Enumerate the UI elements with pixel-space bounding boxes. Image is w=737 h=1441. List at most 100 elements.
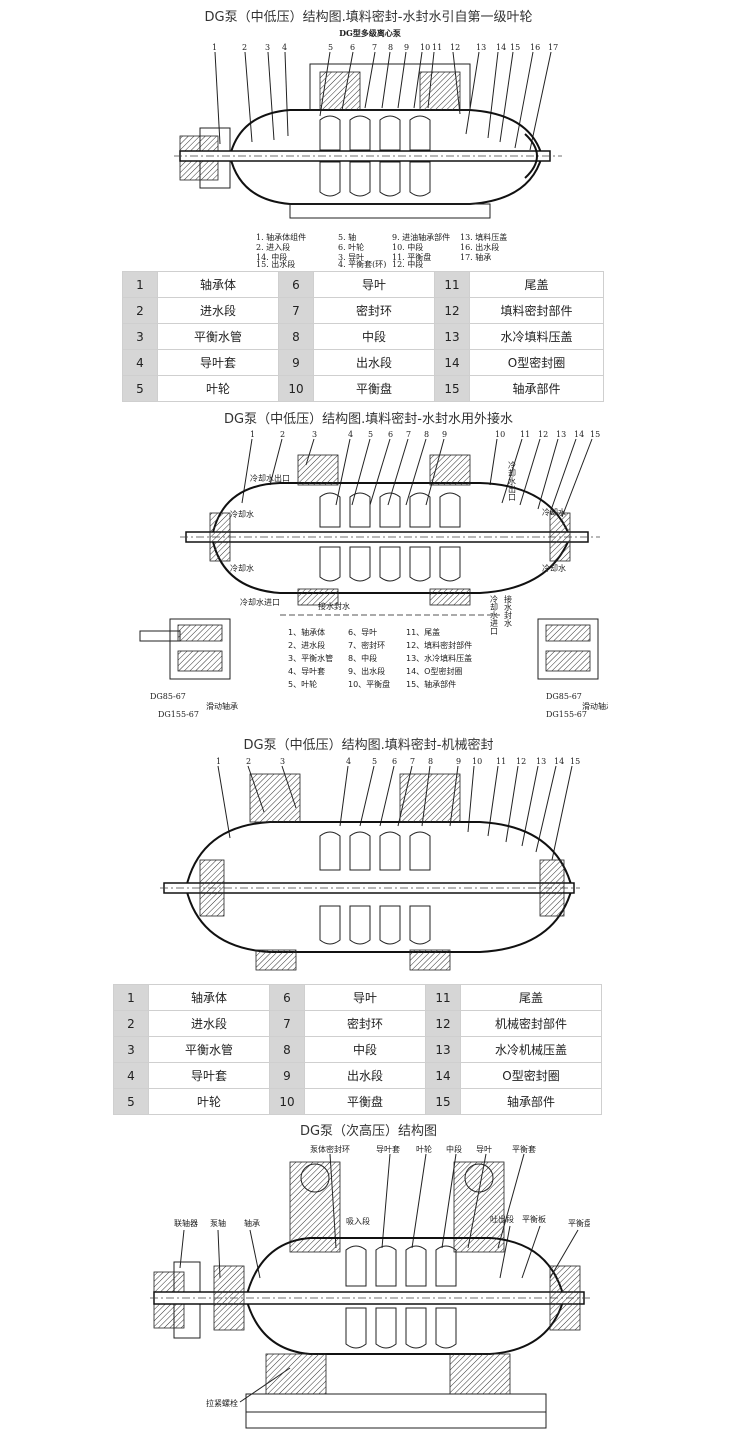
svg-text:10: 10 xyxy=(495,430,505,439)
svg-text:13. 填料压盖: 13. 填料压盖 xyxy=(460,232,507,242)
svg-text:4: 4 xyxy=(346,757,351,766)
pump-diagram-1: DG型多级离心泵 1 2 3 4 5 6 7 8 9 10 11 12 13 1… xyxy=(170,24,570,268)
svg-text:5: 5 xyxy=(372,757,377,766)
svg-text:13: 13 xyxy=(556,430,566,439)
pump-diagram-3: 1 2 3 4 5 6 7 8 9 10 11 12 13 14 15 xyxy=(160,752,580,978)
svg-text:14: 14 xyxy=(574,430,584,439)
svg-text:5: 5 xyxy=(328,43,333,52)
svg-text:冷却水: 冷却水 xyxy=(542,563,566,573)
svg-text:10. 中段: 10. 中段 xyxy=(392,242,423,252)
svg-text:平衡套: 平衡套 xyxy=(512,1144,536,1154)
svg-text:2: 2 xyxy=(246,757,251,766)
svg-text:11: 11 xyxy=(432,43,442,52)
svg-text:导叶: 导叶 xyxy=(476,1145,492,1154)
svg-text:1: 1 xyxy=(212,43,217,52)
svg-text:11: 11 xyxy=(496,757,506,766)
svg-text:3、平衡水管: 3、平衡水管 xyxy=(288,653,333,663)
svg-text:9. 进油轴承部件: 9. 进油轴承部件 xyxy=(392,232,450,242)
svg-text:泵体密封环: 泵体密封环 xyxy=(310,1144,350,1154)
svg-text:3: 3 xyxy=(280,757,285,766)
svg-text:15: 15 xyxy=(590,430,600,439)
fig1-legend: 1. 轴承体组件 5. 轴 9. 进油轴承部件 13. 填料压盖 2. 进入段 … xyxy=(256,232,507,268)
svg-text:接水封水: 接水封水 xyxy=(504,594,513,627)
svg-text:2: 2 xyxy=(280,430,285,439)
fig2-legend: 1、轴承体 6、导叶 11、尾盖 2、进水段 7、密封环 12、填料密封部件 3… xyxy=(288,627,472,689)
svg-text:16. 出水段: 16. 出水段 xyxy=(460,242,499,252)
svg-text:冷却水进口: 冷却水进口 xyxy=(490,594,499,635)
svg-text:3. 导叶: 3. 导叶 xyxy=(338,253,364,262)
svg-text:冷却水进口: 冷却水进口 xyxy=(240,597,280,607)
svg-text:15. 出水段: 15. 出水段 xyxy=(256,259,295,268)
svg-text:11. 平衡盘: 11. 平衡盘 xyxy=(392,252,431,262)
svg-text:16: 16 xyxy=(530,43,540,52)
svg-text:12. 中段: 12. 中段 xyxy=(392,259,423,268)
svg-text:5: 5 xyxy=(368,430,373,439)
svg-text:17: 17 xyxy=(548,43,558,52)
fig3-part-numbers: 1 2 3 4 5 6 7 8 9 10 11 12 13 14 15 xyxy=(216,757,580,766)
svg-text:7、密封环: 7、密封环 xyxy=(348,640,385,650)
fig2-vertical-labels: 冷却水出口 冷却水进口 接水封水 xyxy=(490,460,517,635)
svg-text:9: 9 xyxy=(442,430,447,439)
svg-text:9: 9 xyxy=(456,757,461,766)
svg-text:8: 8 xyxy=(388,43,393,52)
svg-text:1: 1 xyxy=(250,430,255,439)
svg-text:4: 4 xyxy=(348,430,353,439)
bearing-detail-left xyxy=(139,618,231,680)
svg-text:4: 4 xyxy=(282,43,287,52)
svg-text:6. 叶轮: 6. 叶轮 xyxy=(338,242,364,252)
svg-text:4、导叶套: 4、导叶套 xyxy=(288,666,325,676)
svg-text:冷却水出口: 冷却水出口 xyxy=(508,460,517,501)
svg-text:轴承: 轴承 xyxy=(244,1218,260,1228)
svg-text:5. 轴: 5. 轴 xyxy=(338,232,356,242)
fig1-part-numbers: 1 2 3 4 5 6 7 8 9 10 11 12 13 14 15 16 1… xyxy=(212,43,558,52)
svg-text:1: 1 xyxy=(216,757,221,766)
svg-text:4. 平衡套(环): 4. 平衡套(环) xyxy=(338,259,386,268)
svg-text:7: 7 xyxy=(410,757,415,766)
svg-text:平衡板: 平衡板 xyxy=(522,1214,546,1224)
svg-text:6: 6 xyxy=(388,430,393,439)
svg-text:13: 13 xyxy=(476,43,486,52)
svg-text:中段: 中段 xyxy=(446,1144,462,1154)
svg-text:8: 8 xyxy=(424,430,429,439)
svg-text:1. 轴承体组件: 1. 轴承体组件 xyxy=(256,232,306,242)
svg-text:12: 12 xyxy=(450,43,460,52)
svg-text:12: 12 xyxy=(538,430,548,439)
svg-text:11: 11 xyxy=(520,430,530,439)
svg-text:8: 8 xyxy=(428,757,433,766)
fig4-callouts: 泵体密封环 导叶套 叶轮 中段 导叶 平衡套 联轴器 泵轴 轴承 吸入段 吐出段… xyxy=(174,1144,590,1408)
svg-text:DG155-67: DG155-67 xyxy=(546,710,587,719)
svg-text:吸入段: 吸入段 xyxy=(346,1216,370,1226)
svg-text:泵轴: 泵轴 xyxy=(210,1218,226,1228)
svg-text:2: 2 xyxy=(242,43,247,52)
svg-text:15: 15 xyxy=(510,43,520,52)
svg-text:滑动轴承: 滑动轴承 xyxy=(582,701,608,711)
svg-text:5、叶轮: 5、叶轮 xyxy=(288,679,317,689)
svg-text:14、O型密封圈: 14、O型密封圈 xyxy=(406,666,462,676)
section-title-1: DG泵（中低压）结构图.填料密封-水封水引自第一级叶轮 xyxy=(204,10,533,25)
svg-text:10: 10 xyxy=(472,757,482,766)
svg-text:10、平衡盘: 10、平衡盘 xyxy=(348,679,390,689)
bearing-detail-right xyxy=(537,618,599,680)
svg-text:9、出水段: 9、出水段 xyxy=(348,666,385,676)
svg-text:6、导叶: 6、导叶 xyxy=(348,628,377,637)
svg-text:导叶套: 导叶套 xyxy=(376,1144,400,1154)
svg-text:9: 9 xyxy=(404,43,409,52)
fig1-header: DG型多级离心泵 xyxy=(339,28,401,38)
fig2-models: DG85-67 DG155-67 滑动轴承 DG85-67 DG155-67 滑… xyxy=(150,692,608,719)
svg-text:8、中段: 8、中段 xyxy=(348,653,377,663)
fig2-part-numbers: 1 2 3 4 5 6 7 8 9 10 11 12 13 14 15 xyxy=(250,430,600,439)
svg-text:DG155-67: DG155-67 xyxy=(158,710,199,719)
svg-text:15: 15 xyxy=(570,757,580,766)
pump-diagram-4: 泵体密封环 导叶套 叶轮 中段 导叶 平衡套 联轴器 泵轴 轴承 吸入段 吐出段… xyxy=(150,1138,590,1438)
svg-text:平衡盘: 平衡盘 xyxy=(568,1218,590,1228)
svg-text:12: 12 xyxy=(516,757,526,766)
svg-text:冷却水: 冷却水 xyxy=(542,507,566,517)
svg-text:拉紧螺栓: 拉紧螺栓 xyxy=(206,1398,238,1408)
